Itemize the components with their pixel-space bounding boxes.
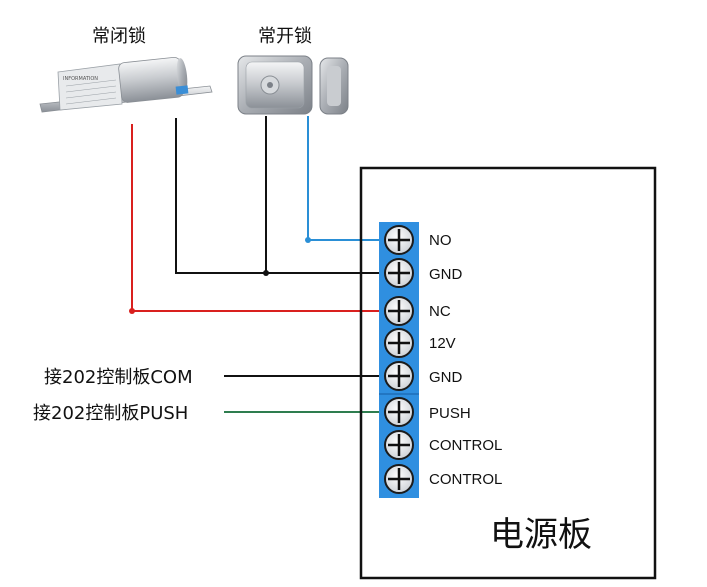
terminal-label-no: NO bbox=[429, 232, 452, 249]
terminal-screw-gnd-2 bbox=[384, 361, 414, 391]
terminal-label-push: PUSH bbox=[429, 405, 471, 422]
terminal-screw-nc bbox=[384, 296, 414, 326]
terminal-screw-gnd-1 bbox=[384, 258, 414, 288]
terminal-label-12v: 12V bbox=[429, 335, 456, 352]
gnd-junction-dot bbox=[263, 270, 269, 276]
terminal-screw-12v bbox=[384, 328, 414, 358]
push-input-label: 接202控制板PUSH bbox=[33, 403, 188, 424]
no-lock-label: 常开锁 bbox=[258, 26, 312, 47]
terminal-label-nc: NC bbox=[429, 303, 451, 320]
terminal-label-gnd-1: GND bbox=[429, 266, 463, 283]
red-wire-end-dot bbox=[129, 308, 135, 314]
power-board bbox=[359, 166, 657, 580]
black-wire-nc-lock bbox=[175, 118, 392, 274]
nc-lock-label: 常闭锁 bbox=[92, 26, 146, 47]
no-lock-image bbox=[237, 55, 349, 115]
terminal-label-control-1: CONTROL bbox=[429, 437, 502, 454]
blue-wire bbox=[307, 116, 392, 241]
terminal-screw-control-1 bbox=[384, 430, 414, 460]
terminal-screw-control-2 bbox=[384, 464, 414, 494]
board-title: 电源板 bbox=[490, 515, 592, 555]
terminal-label-gnd-2: GND bbox=[429, 369, 463, 386]
nc-lock-image: INFORMATION bbox=[39, 56, 213, 113]
terminal-label-control-2: CONTROL bbox=[429, 471, 502, 488]
com-input-label: 接202控制板COM bbox=[44, 367, 193, 388]
nc-lock-plate-text: INFORMATION bbox=[63, 76, 98, 82]
terminal-screw-push bbox=[384, 397, 414, 427]
blue-wire-junction-dot bbox=[305, 237, 311, 243]
red-wire bbox=[131, 124, 392, 312]
terminal-screw-no bbox=[384, 225, 414, 255]
